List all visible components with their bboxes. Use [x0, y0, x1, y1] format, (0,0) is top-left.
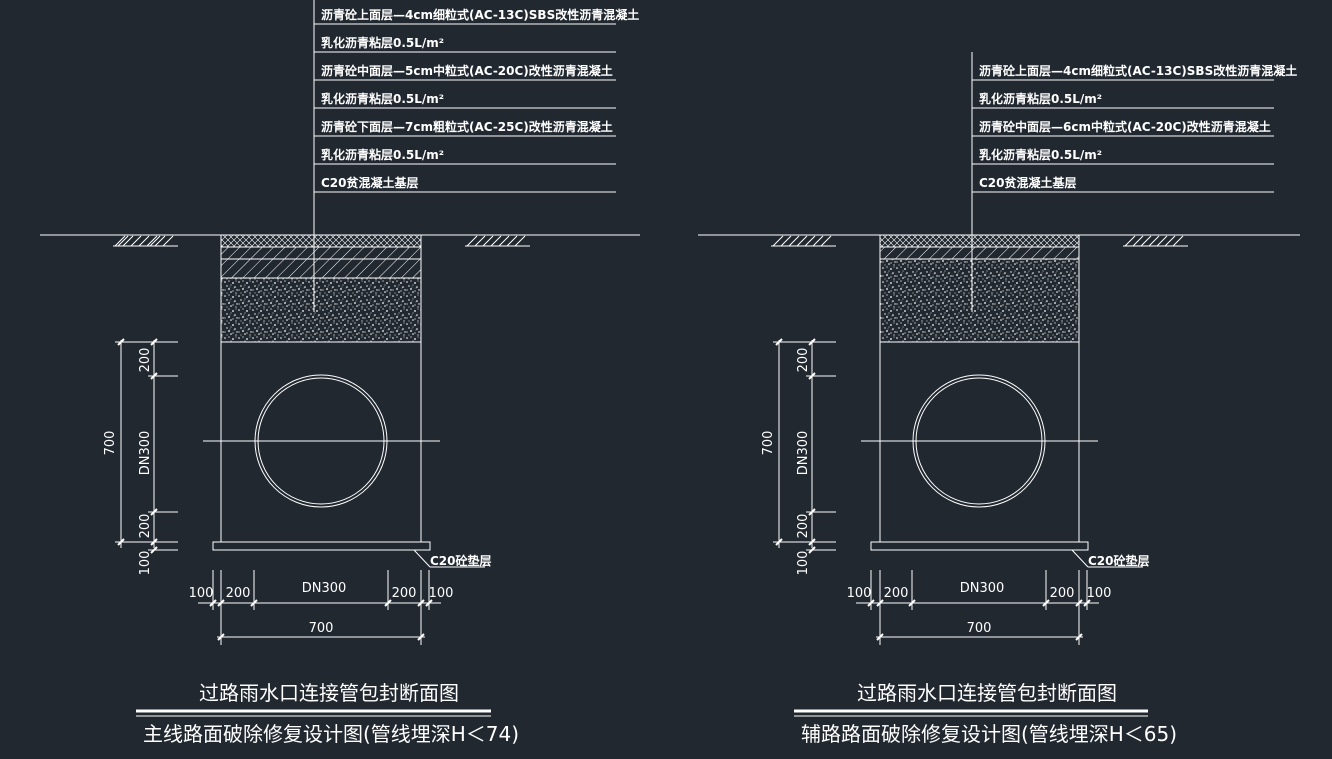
left-dim-200-bottom: 200 [138, 514, 153, 539]
cushion-layer [212, 541, 431, 551]
right-dim-200-right: 200 [1050, 586, 1075, 601]
right-layer-labels: 沥青砼上面层—4cm细粒式(AC-13C)SBS改性沥青混凝土 乳化沥青粘层0.… [979, 63, 1297, 190]
left-dim-100-vertical: 100 [138, 551, 153, 576]
right-layer-label-3: 沥青砼中面层—6cm中粒式(AC-20C)改性沥青混凝土 [979, 119, 1271, 134]
left-layer-label-2: 乳化沥青粘层0.5L/m² [321, 35, 444, 50]
left-dim-dn300-horizontal: DN300 [302, 581, 347, 596]
surface-layer-top [879, 234, 1080, 248]
ground-hatch-left [771, 235, 836, 247]
surface-layer-top [220, 234, 422, 248]
left-cushion-label: C20砼垫层 [430, 553, 492, 568]
cushion-layer [870, 541, 1089, 551]
left-dimension-labels: 200 700 DN300 200 100 100 200 DN300 200 … [103, 348, 453, 636]
ground-hatch-right [465, 235, 530, 247]
right-dim-100-left: 100 [847, 586, 872, 601]
right-layer-label-1: 沥青砼上面层—4cm细粒式(AC-13C)SBS改性沥青混凝土 [979, 63, 1297, 78]
left-dim-200-right: 200 [392, 586, 417, 601]
right-section-drawing [698, 52, 1300, 717]
left-layer-label-3: 沥青砼中面层—5cm中粒式(AC-20C)改性沥青混凝土 [321, 63, 613, 78]
left-dim-700-vertical: 700 [103, 431, 118, 456]
surface-layer-middle [220, 246, 422, 260]
left-layer-label-7: C20贫混凝土基层 [321, 175, 419, 190]
left-layer-label-6: 乳化沥青粘层0.5L/m² [321, 147, 444, 162]
left-layer-label-1: 沥青砼上面层—4cm细粒式(AC-13C)SBS改性沥青混凝土 [321, 7, 639, 22]
right-dim-100-right: 100 [1087, 586, 1112, 601]
right-cushion-label: C20砼垫层 [1088, 553, 1150, 568]
left-title-sub: 主线路面破除修复设计图(管线埋深H＜74) [143, 722, 519, 746]
right-dim-dn300-horizontal: DN300 [960, 581, 1005, 596]
right-layer-label-4: 乳化沥青粘层0.5L/m² [979, 147, 1102, 162]
right-title-main: 过路雨水口连接管包封断面图 [857, 681, 1117, 705]
right-dim-700-vertical: 700 [761, 431, 776, 456]
left-dim-700-horizontal: 700 [309, 621, 334, 636]
left-dim-100-left: 100 [189, 586, 214, 601]
right-layer-label-2: 乳化沥青粘层0.5L/m² [979, 91, 1102, 106]
left-layer-label-4: 乳化沥青粘层0.5L/m² [321, 91, 444, 106]
right-dimension-labels: 200 700 DN300 200 100 100 200 DN300 200 … [761, 348, 1111, 636]
base-layer [879, 258, 1080, 343]
right-title-sub: 辅路路面破除修复设计图(管线埋深H＜65) [801, 722, 1177, 746]
left-section-drawing [40, 0, 640, 717]
surface-layer-bottom [220, 258, 422, 279]
right-dim-200-bottom: 200 [796, 514, 811, 539]
right-dim-200-top: 200 [796, 348, 811, 373]
left-layer-labels: 沥青砼上面层—4cm细粒式(AC-13C)SBS改性沥青混凝土 乳化沥青粘层0.… [321, 7, 639, 190]
left-dim-dn300-vertical: DN300 [138, 431, 153, 476]
left-title-main: 过路雨水口连接管包封断面图 [199, 681, 459, 705]
surface-layer-middle [879, 246, 1080, 260]
left-layer-label-5: 沥青砼下面层—7cm粗粒式(AC-25C)改性沥青混凝土 [321, 119, 613, 134]
ground-hatch-left [113, 235, 178, 247]
ground-hatch-right [1123, 235, 1188, 247]
right-layer-label-5: C20贫混凝土基层 [979, 175, 1077, 190]
right-dim-200-left: 200 [884, 586, 909, 601]
right-dim-dn300-vertical: DN300 [796, 431, 811, 476]
right-dim-100-vertical: 100 [796, 551, 811, 576]
left-dim-200-top: 200 [138, 348, 153, 373]
left-dim-100-right: 100 [429, 586, 454, 601]
right-dim-700-horizontal: 700 [967, 621, 992, 636]
base-layer [220, 277, 422, 343]
left-dim-200-left: 200 [226, 586, 251, 601]
